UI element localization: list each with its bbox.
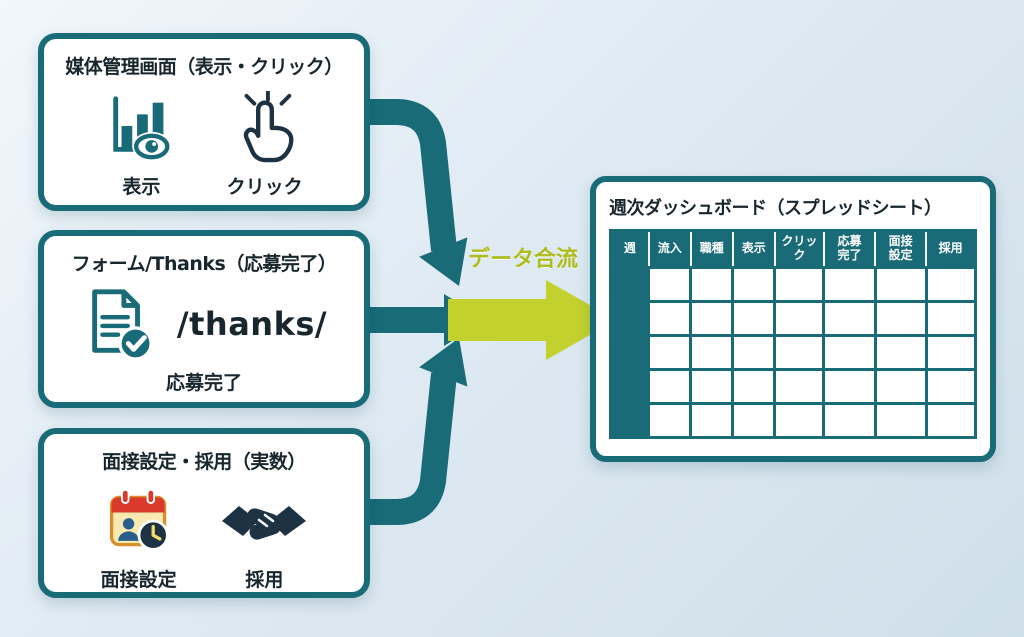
- empty-cell: [924, 265, 978, 303]
- interview-label: 面接設定: [100, 569, 177, 591]
- empty-cell: [689, 333, 735, 371]
- hire-item: 採用: [221, 494, 307, 592]
- week-cell: [608, 367, 651, 405]
- empty-cell: [773, 367, 826, 405]
- empty-cell: [822, 367, 877, 405]
- column-header: 流入: [647, 229, 692, 269]
- source-box-media: 媒体管理画面（表示・クリック） 表示: [38, 33, 370, 211]
- empty-cell: [773, 333, 826, 371]
- empty-cell: [731, 333, 777, 371]
- column-header: 応募 完了: [822, 229, 877, 269]
- empty-cell: [822, 401, 877, 439]
- bar-chart-eye-icon: [113, 96, 172, 162]
- media-icon-row: 表示 クリック: [56, 91, 352, 199]
- empty-cell: [924, 367, 978, 405]
- empty-cell: [873, 401, 928, 439]
- empty-cell: [689, 367, 735, 405]
- empty-cell: [822, 333, 877, 371]
- empty-cell: [731, 299, 777, 337]
- empty-cell: [873, 299, 928, 337]
- views-label: 表示: [122, 176, 161, 198]
- source-arrow-thanks: [355, 294, 486, 346]
- column-header: 採用: [925, 229, 977, 269]
- week-cell: [608, 333, 651, 371]
- box-title-media: 媒体管理画面（表示・クリック）: [65, 56, 343, 78]
- clicks-label: クリック: [226, 176, 303, 198]
- empty-cell: [647, 265, 693, 303]
- source-arrow-interview: [355, 338, 468, 525]
- empty-cell: [773, 299, 826, 337]
- source-box-thanks: フォーム/Thanks（応募完了） /thanks/ 応募完了: [38, 230, 370, 408]
- interview-icon-row: 面接設定 採用: [56, 486, 352, 592]
- column-header: 職種: [689, 229, 734, 269]
- handshake-icon: [222, 506, 307, 540]
- dashboard-table-head-row: 週流入職種表示クリック応募 完了面接 設定採用: [609, 229, 977, 269]
- empty-cell: [873, 333, 928, 371]
- empty-cell: [689, 299, 735, 337]
- click-hand-icon: [243, 91, 294, 163]
- thanks-caption: 応募完了: [165, 372, 242, 394]
- table-row: [608, 367, 978, 405]
- empty-cell: [873, 265, 928, 303]
- empty-cell: [773, 265, 826, 303]
- dashboard-title: 週次ダッシュボード（スプレッドシート）: [609, 198, 942, 219]
- views-item: 表示: [105, 91, 177, 199]
- column-header: 表示: [731, 229, 776, 269]
- empty-cell: [924, 401, 978, 439]
- empty-cell: [822, 265, 877, 303]
- merge-label: データ合流: [468, 247, 579, 272]
- empty-cell: [773, 401, 826, 439]
- empty-cell: [822, 299, 877, 337]
- box-title-thanks: フォーム/Thanks（応募完了）: [71, 253, 337, 275]
- week-cell: [608, 401, 651, 439]
- table-row: [608, 265, 978, 303]
- clicks-item: クリック: [227, 91, 303, 199]
- table-row: [608, 299, 978, 337]
- dashboard-table-body: [608, 265, 978, 439]
- column-header: クリック: [773, 229, 825, 269]
- hire-label: 採用: [245, 569, 284, 591]
- column-header: 週: [609, 229, 650, 269]
- empty-cell: [731, 401, 777, 439]
- box-title-interview: 面接設定・採用（実数）: [102, 451, 306, 473]
- calendar-clock-icon: [109, 488, 169, 551]
- source-arrow-media: [355, 99, 468, 286]
- empty-cell: [647, 333, 693, 371]
- document-check-icon: [92, 289, 153, 361]
- thanks-row: /thanks/: [56, 286, 352, 362]
- empty-cell: [924, 333, 978, 371]
- empty-cell: [731, 265, 777, 303]
- dashboard-table: 週流入職種表示クリック応募 完了面接 設定採用: [608, 229, 978, 439]
- table-row: [608, 401, 978, 439]
- empty-cell: [689, 401, 735, 439]
- empty-cell: [689, 265, 735, 303]
- week-cell: [608, 265, 651, 303]
- column-header: 面接 設定: [874, 229, 928, 269]
- week-cell: [608, 299, 651, 337]
- empty-cell: [647, 401, 693, 439]
- empty-cell: [731, 367, 777, 405]
- empty-cell: [873, 367, 928, 405]
- interview-item: 面接設定: [101, 486, 177, 592]
- table-row: [608, 333, 978, 371]
- empty-cell: [647, 367, 693, 405]
- thanks-path-text: /thanks/: [176, 305, 328, 343]
- source-box-interview: 面接設定・採用（実数） 面接設定: [38, 428, 370, 598]
- empty-cell: [924, 299, 978, 337]
- empty-cell: [647, 299, 693, 337]
- dashboard-panel: 週次ダッシュボード（スプレッドシート） 週流入職種表示クリック応募 完了面接 設…: [590, 176, 996, 462]
